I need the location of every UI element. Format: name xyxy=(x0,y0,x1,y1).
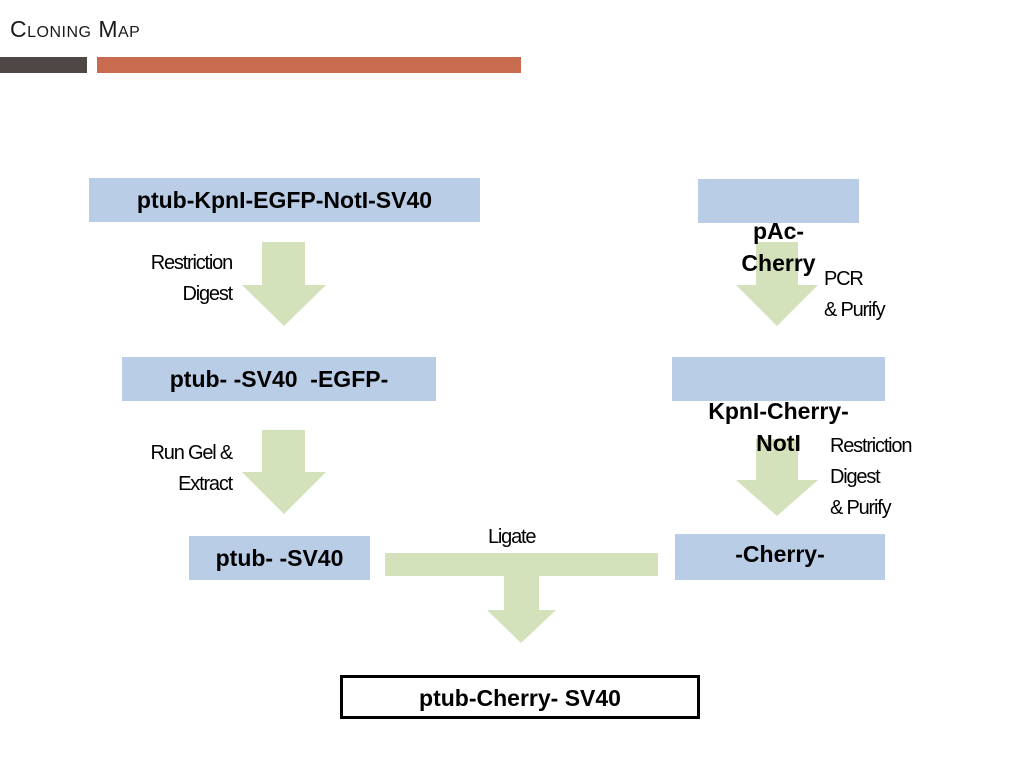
box-source-plasmid: ptub-KpnI-EGFP-NotI-SV40 xyxy=(89,178,480,222)
box-cherry-insert: -Cherry- xyxy=(675,534,885,580)
title-underline-accent xyxy=(97,57,521,73)
label-restriction-digest-purify: Restriction Digest & Purify xyxy=(830,435,912,519)
box-pac-cherry: pAc- Cherry xyxy=(698,179,859,276)
label-pcr-purify: PCR & Purify xyxy=(824,268,886,321)
box-final-construct: ptub-Cherry- SV40 xyxy=(340,675,700,719)
arrow-restriction-digest xyxy=(242,242,326,326)
label-run-gel-extract: Run Gel & Extract xyxy=(150,442,234,495)
ligate-bar xyxy=(385,553,658,576)
label-ligate: Ligate xyxy=(488,526,536,548)
box-cut-plasmid: ptub- -SV40 -EGFP- xyxy=(122,357,436,401)
box-kpni-cherry-noti: KpnI-Cherry- NotI xyxy=(672,357,885,456)
arrow-run-gel-extract xyxy=(242,430,326,514)
box-gel-extracted-backbone: ptub- -SV40 xyxy=(189,536,370,580)
label-restriction-digest: Restriction Digest xyxy=(150,252,233,305)
slide-title: Cloning Map xyxy=(10,16,141,42)
arrow-ligate-down xyxy=(487,576,556,643)
arrow-pcr-purify xyxy=(736,242,818,326)
arrow-restriction-digest-purify xyxy=(736,439,818,516)
title-underline-dark xyxy=(0,57,87,73)
